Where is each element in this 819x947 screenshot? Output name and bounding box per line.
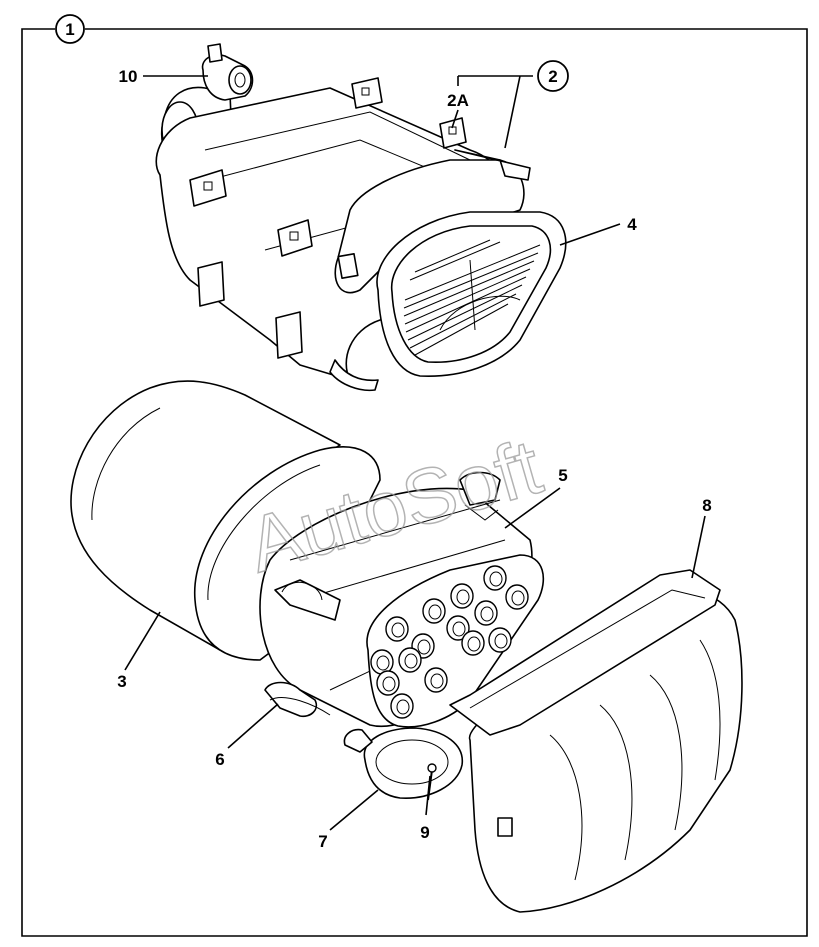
- figure-frame: [21, 28, 808, 937]
- cyclone-tube-inner: [428, 604, 442, 620]
- cyclone-tube-inner: [467, 636, 481, 652]
- cyclone-end-plate: [366, 554, 545, 728]
- cyclone-tube-inner: [417, 639, 431, 655]
- dust-cover: [449, 569, 743, 913]
- callout-4: 4: [627, 215, 637, 234]
- cyclone-tube-inner: [382, 676, 396, 692]
- mounting-bracket: [189, 169, 227, 207]
- end-cover: [376, 211, 567, 377]
- callout-8: 8: [702, 496, 711, 515]
- figure-number-badge: 1: [55, 14, 85, 44]
- housing-assembly: [155, 43, 567, 392]
- callout-3: 3: [117, 672, 126, 691]
- cyclone-tube-inner: [511, 590, 525, 606]
- cover-louvres: [403, 239, 541, 356]
- callout-7: 7: [318, 832, 327, 851]
- cyclone-tube-inner: [456, 589, 470, 605]
- cyclone-tube-inner: [430, 673, 444, 689]
- cyclone-tube-inner: [494, 633, 508, 649]
- callout-10: 10: [119, 67, 138, 86]
- callout-5: 5: [558, 466, 567, 485]
- callout-2: 2: [548, 67, 557, 86]
- cyclone-tube-inner: [391, 622, 405, 638]
- cyclone-tube-inner: [489, 571, 503, 587]
- cyclone-tube-inner: [452, 621, 466, 637]
- inner-filter-element: [194, 446, 545, 728]
- callout-2a: 2A: [447, 91, 469, 110]
- spring-clips: [264, 471, 501, 718]
- leader-lines: [124, 75, 706, 831]
- cyclone-tube-inner: [404, 653, 418, 669]
- cyclone-tubes: [370, 565, 529, 719]
- callout-6: 6: [215, 750, 224, 769]
- cyclone-tube-inner: [376, 655, 390, 671]
- callout-2-circle: [537, 60, 569, 92]
- callout-9: 9: [420, 823, 429, 842]
- dust-valve: [343, 727, 463, 799]
- cyclone-tube-inner: [480, 606, 494, 622]
- cyclone-tube-inner: [396, 699, 410, 715]
- figure-number: 1: [65, 20, 74, 39]
